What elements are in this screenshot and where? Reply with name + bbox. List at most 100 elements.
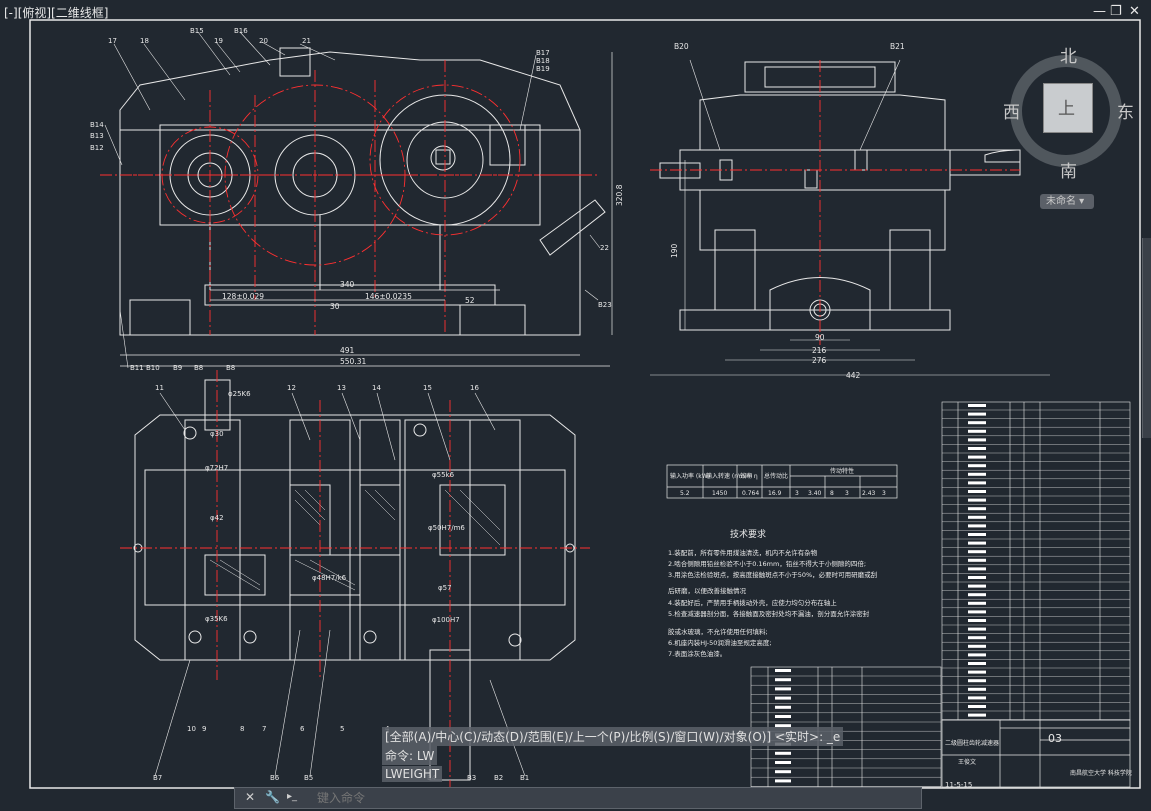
dim-text: 276 [812, 356, 827, 365]
dim-text: 146±0.0235 [365, 292, 412, 301]
bom-redaction [968, 636, 986, 640]
side-dim-text: 190 90 216 276 442 B20 B21 [670, 42, 905, 380]
front-view-dims [120, 52, 613, 367]
part-label: B21 [890, 42, 905, 51]
part-label: B5 [304, 774, 313, 782]
svg-text:总传动比: 总传动比 [764, 472, 788, 480]
title-block [941, 719, 1131, 788]
bom-redaction [968, 550, 986, 554]
bom-redaction [968, 421, 986, 425]
bom-redaction [775, 696, 791, 700]
compass-south[interactable]: 南 [1060, 162, 1077, 182]
viewcube-top-face[interactable] [1043, 83, 1093, 133]
command-history-current: LWEIGHT [382, 766, 443, 782]
compass-west[interactable]: 西 [1003, 103, 1020, 123]
bom-redaction [968, 472, 986, 476]
dim-text: φ50H7/m6 [428, 524, 465, 532]
bom-redaction [968, 404, 986, 407]
bom-redaction [968, 429, 986, 433]
bom-redaction [775, 761, 791, 764]
part-label: B6 [270, 774, 280, 782]
prompt-icon[interactable]: ▸_ [287, 791, 298, 802]
svg-text:7.表面涂灰色油漆。: 7.表面涂灰色油漆。 [668, 649, 726, 658]
svg-text:王俊文: 王俊文 [958, 758, 976, 766]
bom-redaction [775, 705, 791, 709]
dim-text: 190 [670, 243, 679, 258]
part-label: 21 [302, 37, 311, 45]
drawing-number: 03 [1048, 732, 1062, 745]
close-icon[interactable]: ✕ [245, 790, 256, 804]
bom-redaction [775, 779, 791, 783]
close-viewport-button[interactable]: ✕ [1129, 4, 1140, 19]
svg-text:输入转速 (r/min): 输入转速 (r/min) [706, 472, 752, 480]
bom-redaction [968, 601, 986, 605]
part-label: 16 [470, 384, 479, 392]
bom-redaction [775, 669, 791, 672]
part-label: 7 [262, 725, 266, 733]
part-label: B23 [598, 301, 612, 309]
part-label: 19 [214, 37, 223, 45]
svg-text:1450: 1450 [712, 490, 727, 497]
svg-text:1.装配前，所有零件用煤油清洗，机内不允许有杂物: 1.装配前，所有零件用煤油清洗，机内不允许有杂物 [668, 548, 818, 557]
front-view-red [161, 60, 521, 335]
part-label: 9 [202, 725, 206, 733]
viewport-label[interactable]: [-][俯视][二维线框] [4, 6, 109, 20]
bom-redaction [775, 770, 791, 774]
bom-redaction [968, 412, 986, 416]
command-input[interactable] [315, 789, 919, 807]
dim-text: φ48H7/k6 [312, 574, 347, 582]
svg-text:3.用涂色法检验斑点，按高度接触斑点不小于50%，必要时可用: 3.用涂色法检验斑点，按高度接触斑点不小于50%，必要时可用研磨或刮 [668, 570, 877, 579]
command-line[interactable]: ✕ 🔧 ▸_ [234, 787, 922, 809]
dim-text: 442 [846, 371, 861, 380]
dim-text: 52 [465, 296, 475, 305]
svg-text:4.装配好后，严禁用手柄拨动外壳，应使力均匀分布在轴上: 4.装配好后，严禁用手柄拨动外壳，应使力均匀分布在轴上 [668, 598, 837, 607]
dim-text: φ100H7 [432, 616, 460, 624]
bom-redaction [775, 678, 791, 682]
bom-redaction [968, 464, 986, 468]
part-label: 22 [600, 244, 609, 252]
tech-req-title: 技术要求 [730, 528, 766, 540]
minimize-viewport-button[interactable]: — [1093, 4, 1106, 19]
front-leaders [104, 31, 601, 369]
customize-icon[interactable]: 🔧 [265, 790, 280, 804]
part-label: 8 [240, 725, 244, 733]
ucs-dropdown[interactable]: 未命名 ▾ [1040, 194, 1094, 209]
plan-dim-text: φ25K6 φ30 φ72H7 φ42 φ55k6 φ50H7/m6 φ48H7… [205, 390, 465, 624]
dim-text: φ72H7 [205, 464, 228, 472]
svg-text:3: 3 [882, 490, 886, 497]
part-label: B18 [536, 57, 550, 65]
dim-text: 550.31 [340, 357, 366, 366]
svg-text:0.764: 0.764 [742, 490, 759, 497]
compass-east[interactable]: 东 [1117, 103, 1134, 123]
svg-text:效率 η: 效率 η [740, 472, 758, 480]
restore-viewport-button[interactable]: ❐ [1110, 4, 1122, 19]
svg-text:5.检查减速器剖分面，各接触面及密封处均不漏油，剖分面允许涂: 5.检查减速器剖分面，各接触面及密封处均不漏油，剖分面允许涂密封 [668, 609, 870, 618]
svg-text:二级圆柱齿轮减速器: 二级圆柱齿轮减速器 [945, 739, 999, 747]
dim-text: 30 [330, 302, 340, 311]
svg-text:3.40: 3.40 [808, 490, 822, 497]
bom-redaction [968, 515, 986, 519]
part-label: B3 [467, 774, 476, 782]
bom-redaction [775, 724, 791, 728]
part-label: 14 [372, 384, 381, 392]
bom-redaction [968, 584, 986, 588]
part-label: B7 [153, 774, 162, 782]
part-label: B13 [90, 132, 104, 140]
navigation-bar[interactable] [1142, 238, 1151, 438]
svg-text:5.2: 5.2 [680, 490, 690, 497]
svg-text:传动特性: 传动特性 [830, 467, 854, 475]
bom-redaction [968, 447, 986, 450]
part-label: B19 [536, 65, 550, 73]
viewcube-top-label[interactable]: 上 [1058, 99, 1075, 119]
part-label: 18 [140, 37, 149, 45]
part-label: 13 [337, 384, 346, 392]
svg-text:16.9: 16.9 [768, 490, 782, 497]
part-label: B14 [90, 121, 104, 129]
compass-north[interactable]: 北 [1060, 47, 1077, 67]
bom-redaction [968, 541, 986, 545]
bom-redaction [968, 438, 986, 442]
bom-redaction [968, 481, 986, 485]
side-dims [650, 59, 1050, 376]
tech-requirements: 技术要求 1.装配前，所有零件用煤油清洗，机内不允许有杂物 2.啮合侧隙用铅丝检… [668, 528, 877, 658]
